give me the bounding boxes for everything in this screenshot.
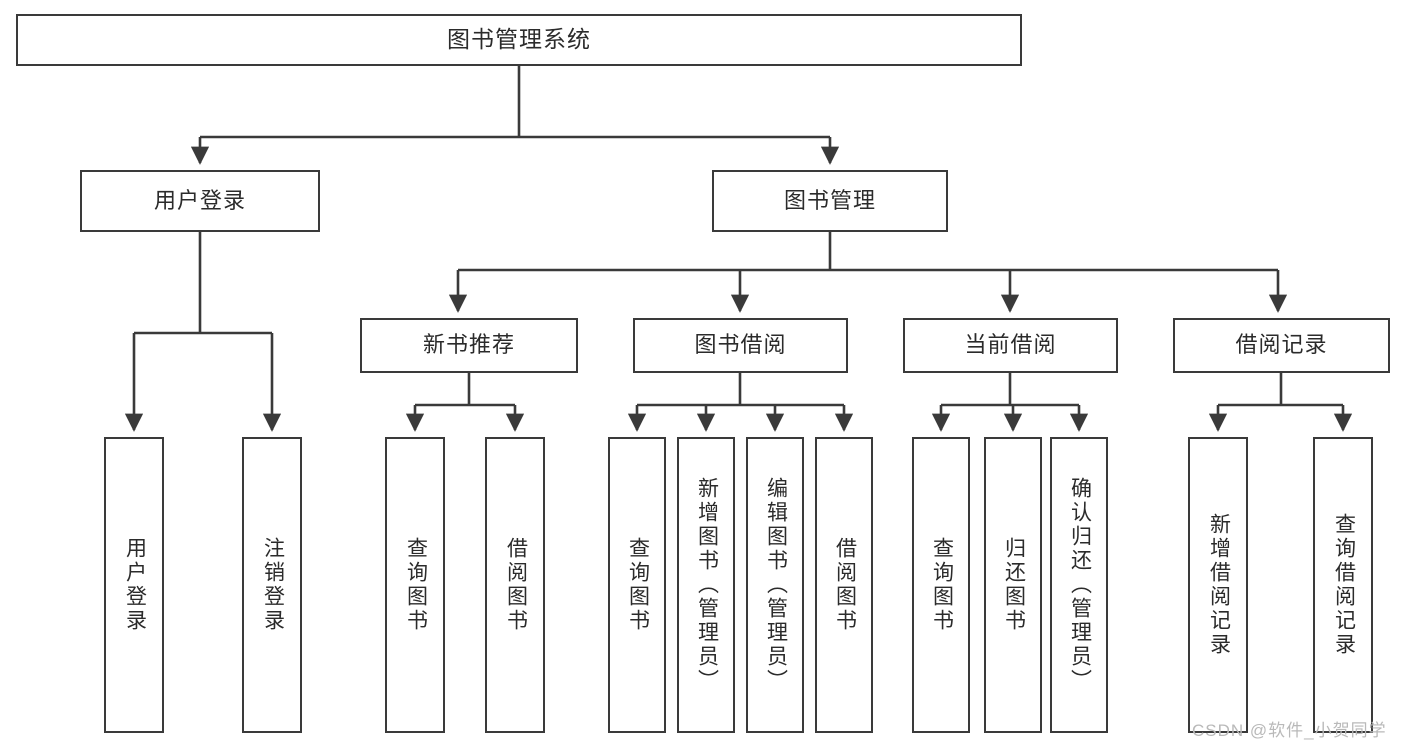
leaf-return-book-label: 归还图书 — [1002, 537, 1026, 633]
leaf-add-book-admin[interactable]: 新增图书（管理员） — [677, 437, 735, 733]
leaf-query-book-new[interactable]: 查询图书 — [385, 437, 445, 733]
csdn-watermark: CSDN @软件_小贺同学 — [1192, 721, 1387, 740]
leaf-add-book-admin-label: 新增图书（管理员） — [695, 477, 719, 693]
leaf-logout-label: 注销登录 — [261, 537, 285, 633]
node-user-login[interactable]: 用户登录 — [80, 170, 320, 232]
leaf-query-book-borrow[interactable]: 查询图书 — [608, 437, 666, 733]
node-root-label: 图书管理系统 — [447, 26, 591, 53]
node-book-borrow-label: 图书借阅 — [694, 332, 787, 358]
leaf-return-book[interactable]: 归还图书 — [984, 437, 1042, 733]
leaf-user-login[interactable]: 用户登录 — [104, 437, 164, 733]
leaf-borrow-book[interactable]: 借阅图书 — [815, 437, 873, 733]
node-new-book-recommend[interactable]: 新书推荐 — [360, 318, 578, 373]
node-borrow-record-label: 借阅记录 — [1235, 332, 1328, 358]
node-user-login-label: 用户登录 — [153, 187, 246, 213]
leaf-edit-book-admin[interactable]: 编辑图书（管理员） — [746, 437, 804, 733]
leaf-borrow-book-new[interactable]: 借阅图书 — [485, 437, 545, 733]
node-book-management[interactable]: 图书管理 — [712, 170, 948, 232]
leaf-query-book-current-label: 查询图书 — [930, 537, 954, 633]
leaf-edit-book-admin-label: 编辑图书（管理员） — [764, 477, 788, 693]
leaf-confirm-return-admin[interactable]: 确认归还（管理员） — [1050, 437, 1108, 733]
node-book-management-label: 图书管理 — [783, 187, 876, 213]
leaf-logout[interactable]: 注销登录 — [242, 437, 302, 733]
leaf-query-book-current[interactable]: 查询图书 — [912, 437, 970, 733]
node-current-borrow[interactable]: 当前借阅 — [903, 318, 1118, 373]
leaf-query-borrow-record[interactable]: 查询借阅记录 — [1313, 437, 1373, 733]
leaf-add-borrow-record-label: 新增借阅记录 — [1207, 513, 1231, 657]
leaf-confirm-return-admin-label: 确认归还（管理员） — [1068, 477, 1092, 693]
leaf-query-borrow-record-label: 查询借阅记录 — [1332, 513, 1356, 657]
leaf-user-login-label: 用户登录 — [123, 537, 147, 633]
leaf-query-book-borrow-label: 查询图书 — [626, 537, 650, 633]
node-book-borrow[interactable]: 图书借阅 — [633, 318, 848, 373]
leaf-borrow-book-new-label: 借阅图书 — [504, 537, 528, 633]
leaf-borrow-book-label: 借阅图书 — [833, 537, 857, 633]
node-root[interactable]: 图书管理系统 — [16, 14, 1022, 66]
leaf-add-borrow-record[interactable]: 新增借阅记录 — [1188, 437, 1248, 733]
node-borrow-record[interactable]: 借阅记录 — [1173, 318, 1390, 373]
node-current-borrow-label: 当前借阅 — [964, 332, 1057, 358]
leaf-query-book-new-label: 查询图书 — [404, 537, 428, 633]
node-new-book-recommend-label: 新书推荐 — [422, 332, 515, 358]
